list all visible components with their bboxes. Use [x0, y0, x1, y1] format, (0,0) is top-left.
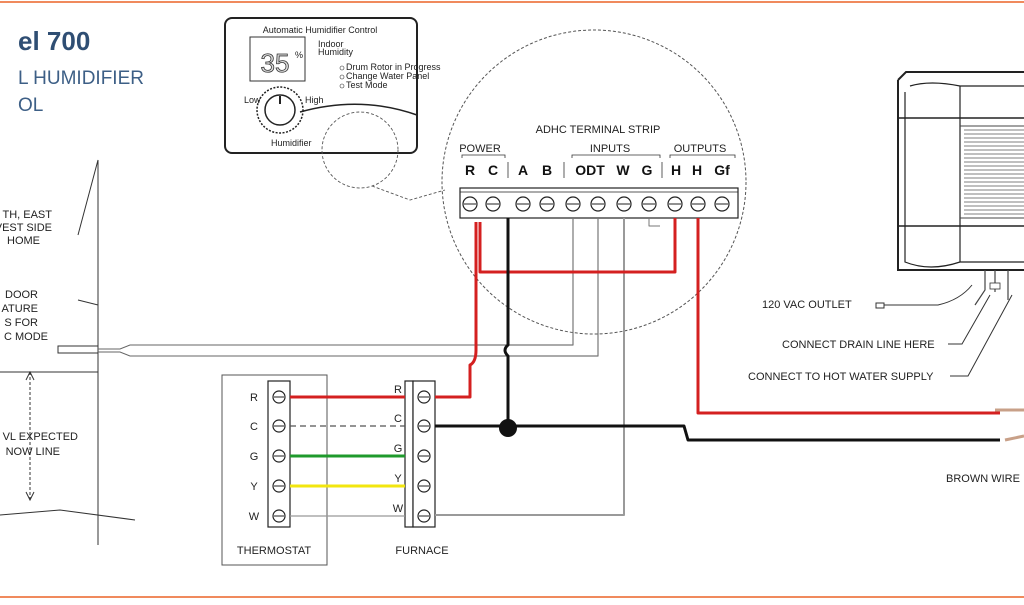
display-unit: % — [295, 50, 303, 60]
svg-text:DOOR: DOOR — [5, 289, 38, 301]
brown-wire-ends — [995, 408, 1024, 442]
furnace-screws — [417, 390, 431, 523]
zoom-circle — [441, 29, 747, 335]
thermostat-terminal-label: G — [250, 451, 259, 463]
svg-text:Change Water Panel: Change Water Panel — [346, 71, 429, 81]
svg-text:ODT: ODT — [575, 162, 605, 178]
svg-text:Indoor: Indoor — [318, 39, 344, 49]
furnace-terminal-label: W — [393, 503, 404, 515]
thermostat-screws — [272, 390, 286, 523]
outdoor-sensor — [57, 344, 475, 357]
thermostat-label: THERMOSTAT — [237, 545, 311, 557]
outlet-lead — [875, 284, 973, 309]
svg-text:HOME: HOME — [7, 235, 40, 247]
sensor-wire-a — [475, 218, 574, 346]
furnace-terminal-label: R — [394, 384, 402, 396]
group-outputs: OUTPUTS — [674, 143, 727, 155]
r-to-h-jumper — [478, 218, 677, 274]
svg-text:A: A — [518, 162, 528, 178]
c-wire-strip — [503, 218, 510, 426]
humidifier-unit — [897, 71, 1024, 306]
furnace-label: FURNACE — [395, 545, 448, 557]
product-line1: L HUMIDIFIER — [18, 68, 144, 89]
svg-text:Humidity: Humidity — [318, 47, 354, 57]
h-output-wire — [696, 218, 1000, 415]
svg-text:H: H — [671, 162, 681, 178]
g-stub — [648, 218, 660, 227]
water-lead — [950, 294, 1013, 377]
control-title: Automatic Humidifier Control — [263, 25, 378, 35]
svg-text:W: W — [616, 162, 630, 178]
zoom-lead — [321, 111, 446, 201]
svg-text:B: B — [542, 162, 552, 178]
furnace: FURNACE R C G Y W — [393, 380, 449, 557]
control-display — [249, 36, 306, 82]
svg-text:C: C — [488, 162, 498, 178]
svg-text:S FOR: S FOR — [4, 317, 38, 329]
svg-text:Low: Low — [244, 95, 261, 105]
r-wire-strip — [435, 222, 478, 399]
svg-text:Gf: Gf — [714, 162, 730, 178]
strip-title: ADHC TERMINAL STRIP — [536, 124, 661, 136]
group-power: POWER — [459, 143, 501, 155]
house-wall — [0, 159, 136, 545]
note-outdoor-temp: DOOR ATURE S FOR C MODE — [2, 289, 48, 343]
drain-lead — [948, 294, 991, 345]
svg-text:Drum Rotor in Progress: Drum Rotor in Progress — [346, 62, 441, 72]
thermostat-terminal-label: W — [249, 511, 260, 523]
furnace-terminal-label: Y — [394, 473, 402, 485]
label-120vac-outlet: 120 VAC OUTLET — [762, 299, 852, 311]
group-inputs: INPUTS — [590, 143, 630, 155]
thermostat-terminal-label: C — [250, 421, 258, 433]
thermostat-terminal-label: R — [250, 392, 258, 404]
furnace-terminal-label: C — [394, 413, 402, 425]
svg-text:VL EXPECTED: VL EXPECTED — [3, 431, 78, 443]
svg-text:Humidifier: Humidifier — [271, 138, 312, 148]
humidifier-control-unit: Automatic Humidifier Control 35 % Indoor… — [224, 17, 441, 154]
svg-text:Test Mode: Test Mode — [346, 80, 388, 90]
label-drain-line: CONNECT DRAIN LINE HERE — [782, 339, 935, 351]
svg-text:High: High — [305, 95, 324, 105]
model-title: el 700 — [18, 26, 90, 56]
svg-text:H: H — [692, 162, 702, 178]
sensor-wire-b — [475, 218, 599, 357]
furnace-w-wire — [435, 218, 625, 516]
label-brown-wire: BROWN WIRE — [946, 473, 1020, 485]
label-hot-water: CONNECT TO HOT WATER SUPPLY — [748, 371, 934, 383]
thermostat-terminal-label: Y — [250, 481, 258, 493]
furnace-terminal-labels: R C G Y W — [393, 384, 404, 515]
wires — [290, 218, 1000, 517]
svg-text:G: G — [642, 162, 653, 178]
svg-text:VEST SIDE: VEST SIDE — [0, 222, 52, 234]
note-snow-line: VL EXPECTED NOW LINE — [3, 431, 78, 458]
thermostat: THERMOSTAT R C G Y W — [221, 374, 328, 566]
furnace-terminal-label: G — [394, 443, 403, 455]
terminal-strip: ADHC TERMINAL STRIP POWER INPUTS OUTPUTS… — [459, 124, 739, 219]
svg-text:NOW LINE: NOW LINE — [6, 446, 60, 458]
svg-text:ATURE: ATURE — [2, 303, 38, 315]
display-value: 35 — [261, 48, 290, 78]
c-junction — [499, 419, 517, 437]
humidity-dial — [256, 86, 304, 134]
c-common-wire — [435, 424, 1000, 442]
strip-labels: R C A B ODT W G H H Gf — [465, 162, 730, 178]
svg-text:R: R — [465, 162, 475, 178]
strip-screws — [462, 196, 730, 212]
note-exposure: TH, EAST VEST SIDE HOME — [0, 209, 52, 247]
thermostat-terminal-labels: R C G Y W — [249, 392, 260, 523]
svg-text:C MODE: C MODE — [4, 331, 48, 343]
svg-text:TH, EAST: TH, EAST — [2, 209, 52, 221]
product-line2: OL — [18, 95, 43, 116]
